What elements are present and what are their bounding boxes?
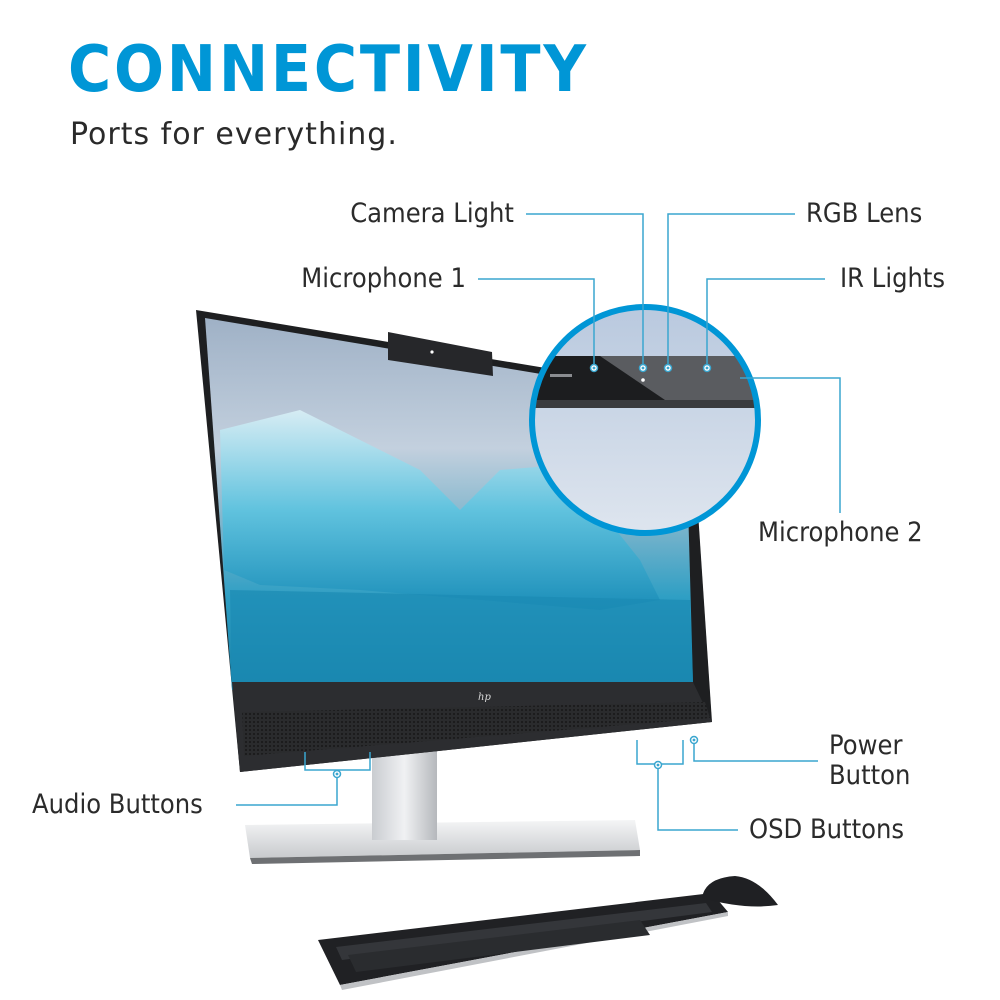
mouse [702,876,778,907]
page-title: CONNECTIVITY [68,33,589,107]
callout-power-button-line2: Button [829,759,911,791]
callout-microphone-2: Microphone 2 [758,517,923,548]
callout-lines [236,213,841,831]
callout-microphone-1: Microphone 1 [301,263,466,294]
callout-osd-buttons: OSD Buttons [749,814,905,845]
callout-power-button: Power Button [829,731,910,790]
webcam-zoom-inset [529,304,761,536]
callout-ir-lights: IR Lights [840,263,946,294]
callout-camera-light: Camera Light [350,198,514,229]
keyboard [318,893,728,990]
callout-power-button-line1: Power [829,730,903,761]
callout-dot-centers [335,366,709,776]
page-subtitle: Ports for everything. [70,117,398,152]
hp-logo: hp [478,692,491,703]
callout-audio-buttons: Audio Buttons [32,789,203,820]
callout-rgb-lens: RGB Lens [806,198,923,229]
